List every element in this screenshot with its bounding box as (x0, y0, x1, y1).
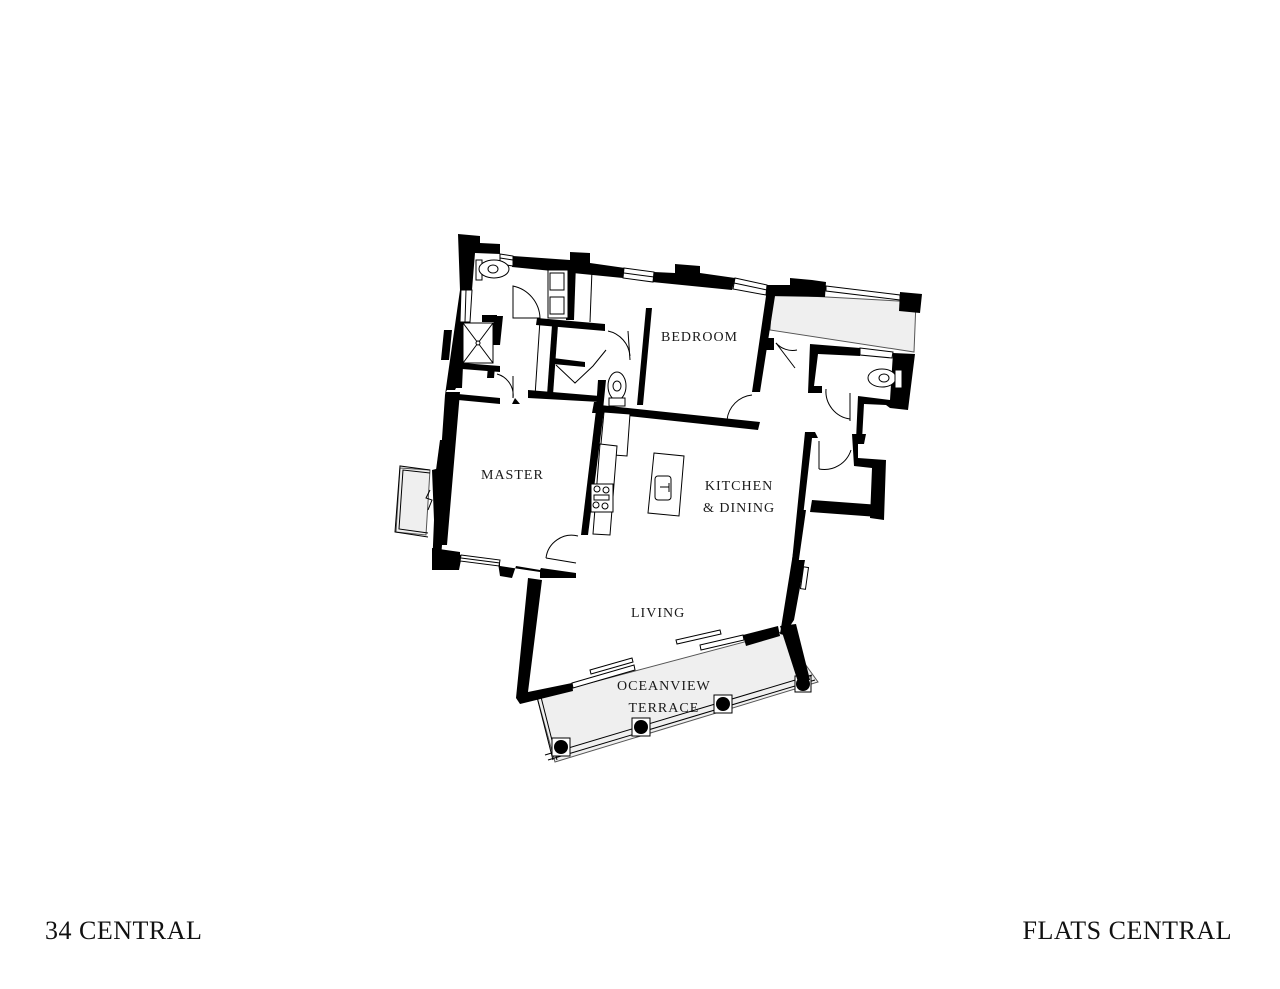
column-icon (716, 697, 730, 711)
stove-icon (590, 483, 614, 513)
shower-icon (462, 322, 494, 364)
master-balcony-railing (394, 465, 431, 538)
oceanview-terrace-area (536, 631, 819, 763)
room-label-oceanview-terrace: OCEANVIEW TERRACE (617, 679, 711, 716)
sink-icon (547, 269, 569, 319)
north-terrace-area (769, 293, 917, 353)
column-icon (554, 740, 568, 754)
room-label-living: LIVING (631, 606, 686, 621)
toilet-icon (607, 371, 627, 407)
fixtures (462, 259, 903, 407)
toilet-icon (867, 368, 903, 389)
room-label-bedroom: BEDROOM (661, 330, 739, 345)
toilet-icon (475, 259, 510, 281)
windows (459, 253, 901, 689)
doors (425, 285, 852, 564)
room-label-master: MASTER (481, 468, 544, 483)
kitchen-fixtures (590, 411, 685, 536)
master-balcony-area (395, 467, 431, 536)
room-label-kitchen-dining: KITCHEN & DINING (703, 479, 776, 516)
column-icon (634, 720, 648, 734)
unit-type-name: FLATS CENTRAL (1022, 916, 1232, 945)
building-name: 34 CENTRAL (45, 916, 203, 945)
corner-shower-icon (555, 349, 607, 401)
kitchen-island (647, 452, 685, 517)
